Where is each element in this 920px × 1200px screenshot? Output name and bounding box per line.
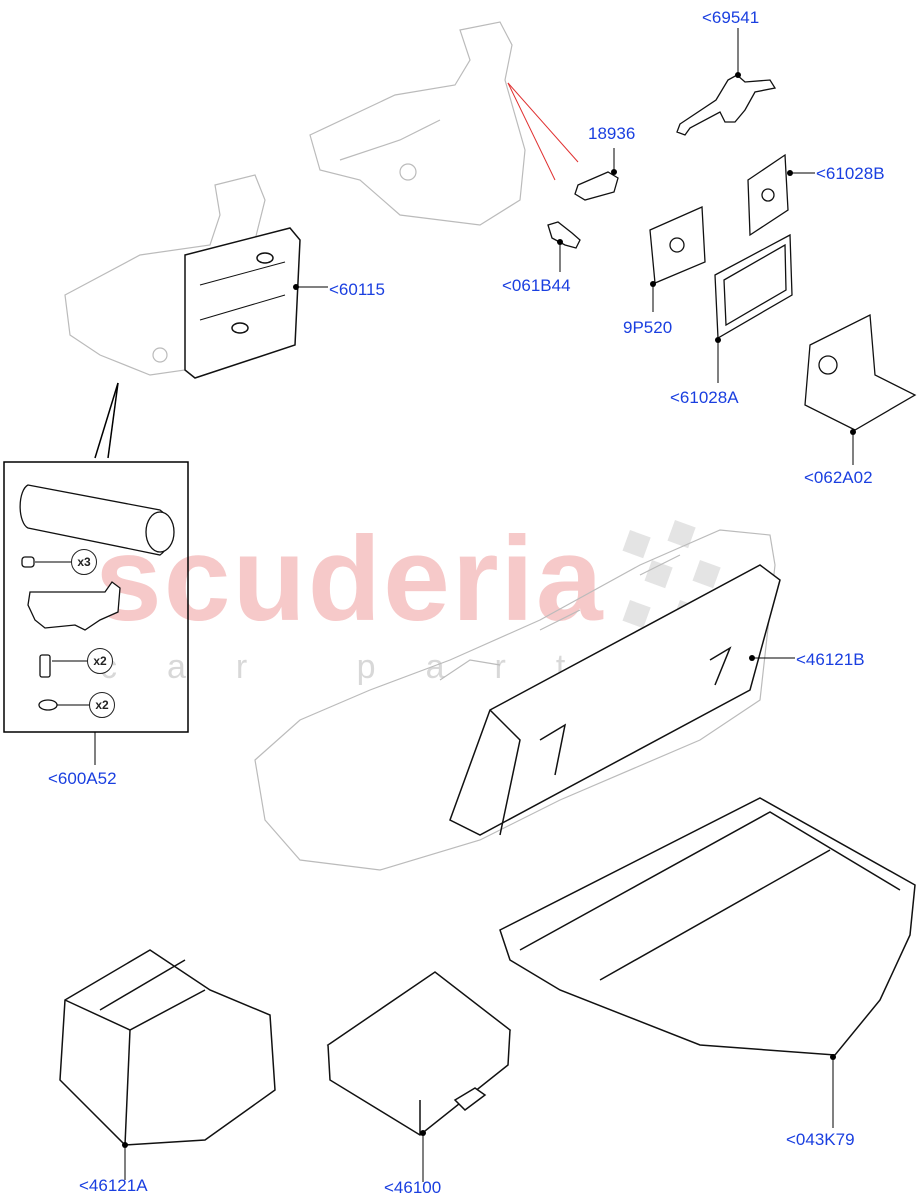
rear-seat-illustration (254, 529, 776, 871)
callout-61028A[interactable]: <61028A (670, 388, 739, 407)
callout-46100[interactable]: <46100 (384, 1178, 442, 1197)
qty-badge-bolt: x2 (87, 648, 113, 674)
kit-box (3, 461, 189, 733)
callout-062A02[interactable]: <062A02 (804, 468, 873, 487)
callout-043K79[interactable]: <043K79 (786, 1130, 855, 1149)
part-46121A-box (59, 949, 276, 1146)
part-46121B-cover (449, 564, 781, 836)
seat-back-panel (184, 227, 301, 379)
front-seat-front-illustration (64, 174, 266, 376)
qty-badge-clip: x3 (71, 549, 97, 575)
part-062A02-holder (804, 313, 917, 431)
kit-contents (19, 484, 175, 711)
callout-46121A[interactable]: <46121A (79, 1176, 148, 1195)
part-69541-lever (676, 74, 777, 136)
part-9P520-plate (649, 206, 706, 284)
callout-061B44[interactable]: <061B44 (502, 276, 571, 295)
callout-60115[interactable]: <60115 (329, 280, 385, 299)
front-seat-rear-illustration (309, 21, 526, 226)
part-18936-connector (574, 171, 619, 201)
callout-600A52[interactable]: <600A52 (48, 769, 117, 788)
part-61028A-frame (714, 233, 793, 340)
part-043K79-floor (499, 797, 916, 1056)
callout-9P520[interactable]: 9P520 (623, 318, 673, 337)
qty-badge-washer: x2 (89, 692, 115, 718)
part-061B44-clip (547, 221, 581, 249)
part-46100-case (326, 971, 512, 1136)
callout-61028B[interactable]: <61028B (816, 164, 885, 183)
part-61028B-plate (747, 153, 789, 237)
callout-18936[interactable]: 18936 (588, 124, 636, 143)
callout-69541[interactable]: <69541 (702, 8, 760, 27)
watermark-main: scuderia (95, 512, 605, 646)
callout-46121B[interactable]: <46121B (796, 650, 865, 669)
